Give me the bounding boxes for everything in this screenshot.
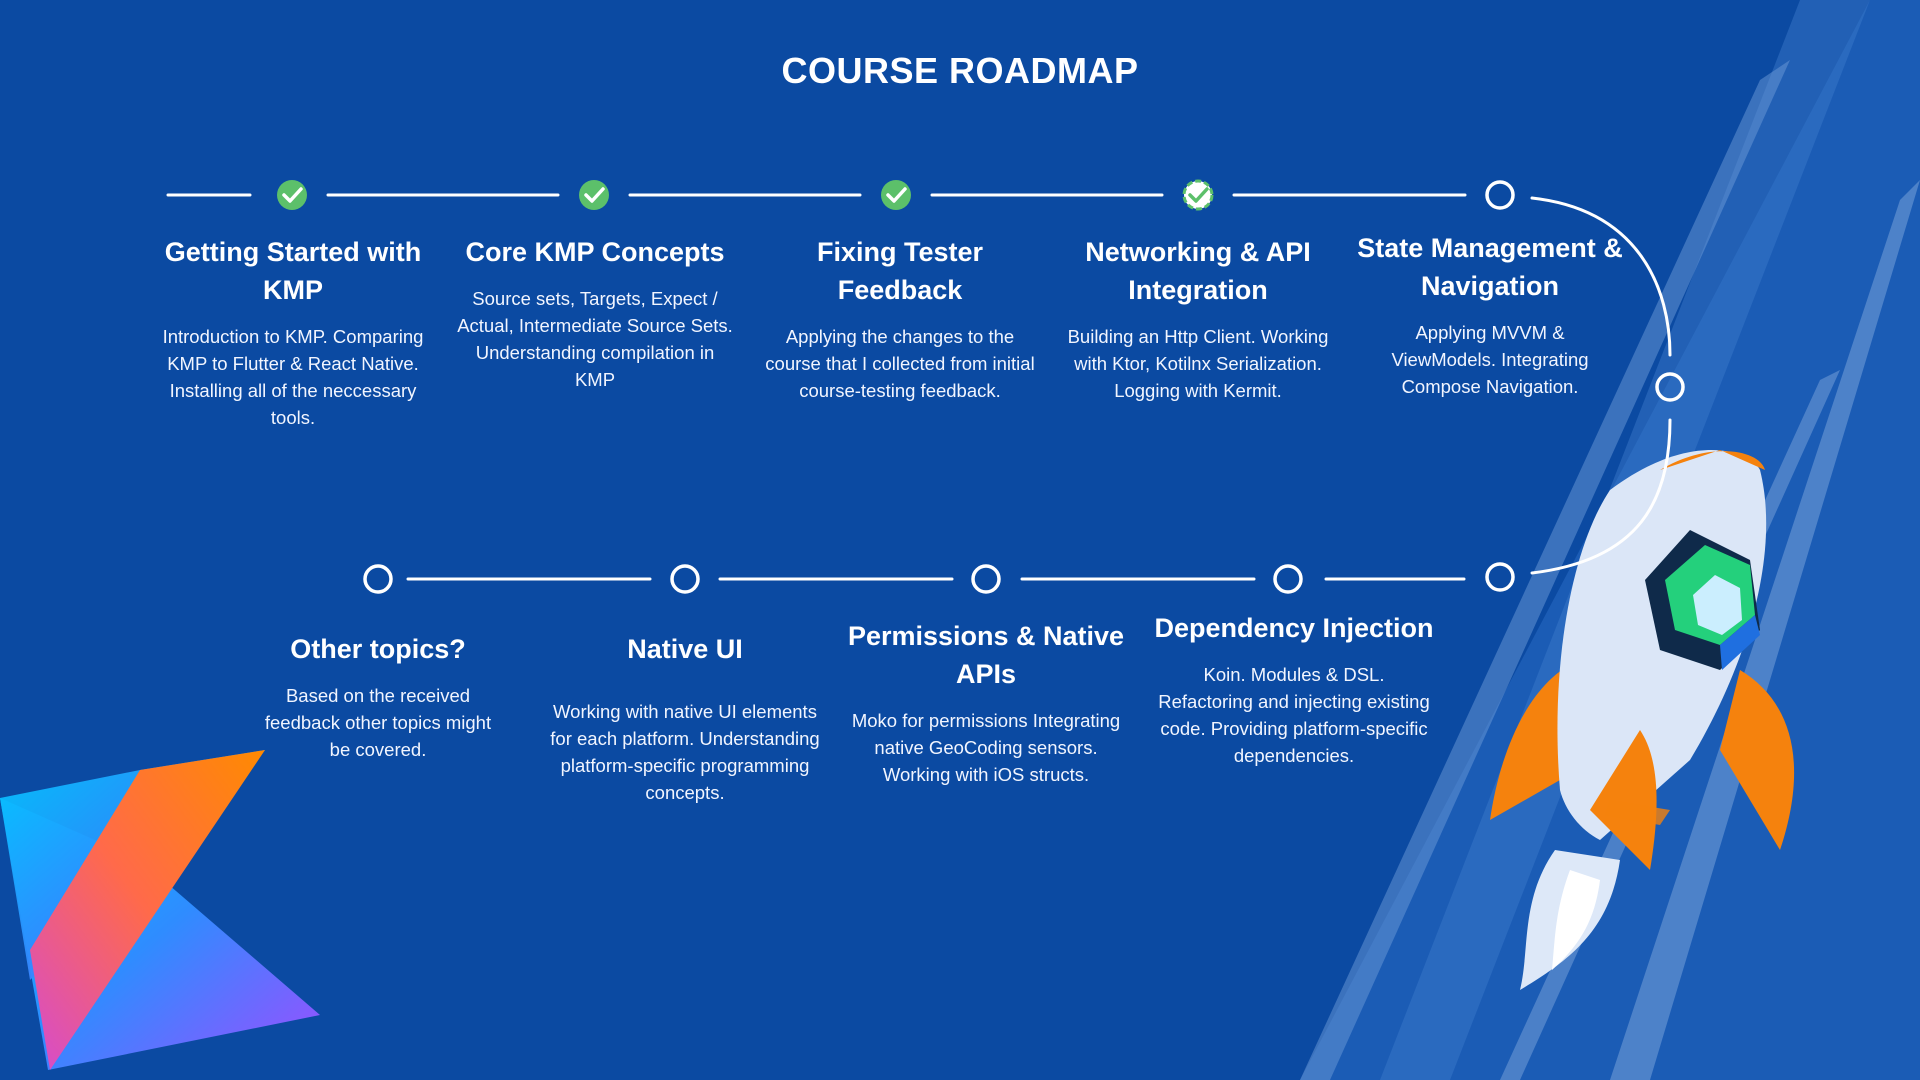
timeline-node-open [363,564,393,594]
roadmap-step: Dependency Injection Koin. Modules & DSL… [1154,609,1434,769]
page-title: COURSE ROADMAP [781,50,1139,91]
step-title: State Management & Navigation [1357,233,1623,301]
kotlin-logo [0,750,320,1070]
step-description: Based on the received feedback other top… [264,685,492,760]
roadmap-step: Fixing Tester Feedback Applying the chan… [760,233,1040,404]
step-description: Moko for permissions Integrating native … [851,710,1121,785]
step-title: Other topics? [290,634,466,664]
step-description: Introduction to KMP. Comparing KMP to Fl… [162,326,424,428]
step-title: Permissions & Native APIs [847,621,1125,689]
timeline-node-open [1273,564,1303,594]
step-description: Building an Http Client. Working with Kt… [1067,326,1329,401]
roadmap-step: State Management & Navigation Applying M… [1345,229,1635,400]
step-title: Fixing Tester Feedback [816,237,984,305]
timeline-node-open [1485,562,1515,592]
timeline-node-open [971,564,1001,594]
step-description: Working with native UI elements for each… [550,701,820,803]
step-description: Source sets, Targets, Expect / Actual, I… [457,288,733,390]
timeline-curve [1530,196,1672,357]
roadmap-step: Permissions & Native APIs Moko for permi… [846,617,1126,788]
roadmap-step: Other topics? Based on the received feed… [238,630,518,763]
roadmap-step: Core KMP Concepts Source sets, Targets, … [455,233,735,393]
roadmap-step: Native UI Working with native UI element… [545,630,825,806]
step-title: Core KMP Concepts [465,237,725,267]
timeline-curve [1530,418,1672,575]
step-title: Networking & API Integration [1085,237,1311,305]
step-description: Applying the changes to the course that … [765,326,1035,401]
roadmap-step: Getting Started with KMP Introduction to… [153,233,433,431]
check-icon [881,180,911,210]
roadmap-step: Networking & API Integration Building an… [1058,233,1338,404]
check-icon [277,180,307,210]
step-description: Koin. Modules & DSL. Refactoring and inj… [1158,664,1430,766]
timeline-node-open [670,564,700,594]
step-title: Getting Started with KMP [164,237,422,305]
in-progress-check-icon [1182,179,1214,211]
timeline-node-open [1655,372,1685,402]
check-icon [579,180,609,210]
timeline-node-open [1485,180,1515,210]
step-title: Native UI [627,634,743,664]
step-title: Dependency Injection [1154,613,1434,643]
step-description: Applying MVVM & ViewModels. Integrating … [1391,322,1589,397]
